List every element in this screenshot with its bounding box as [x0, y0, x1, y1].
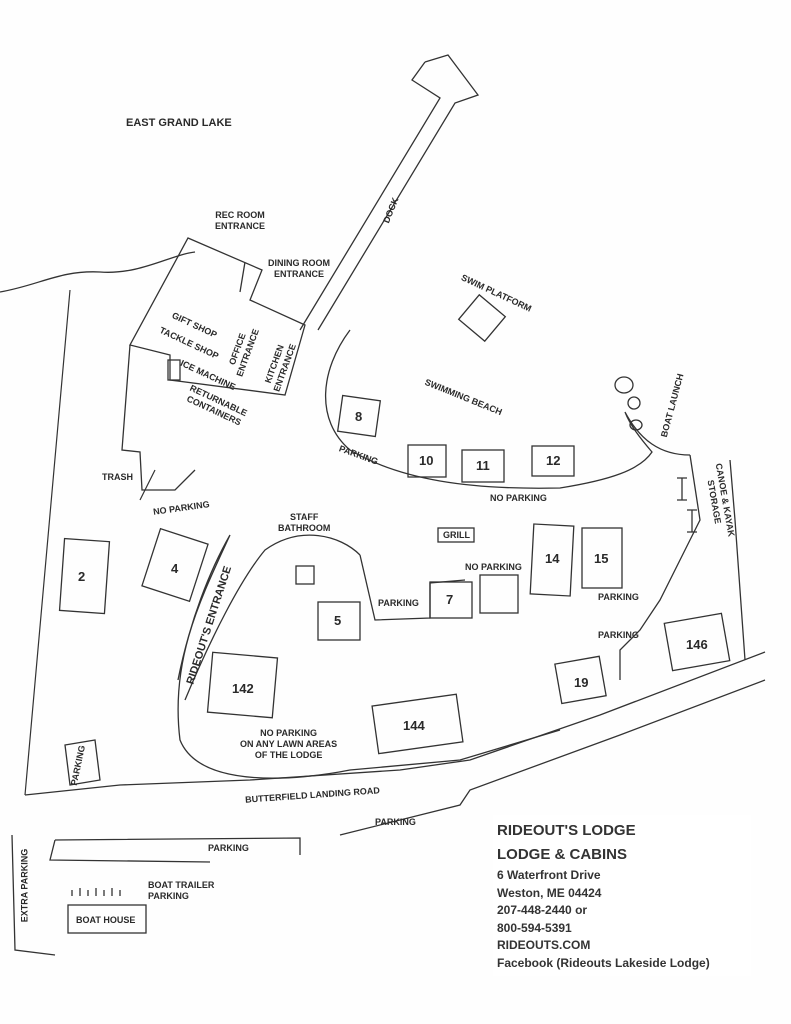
trash-label: TRASH [102, 472, 133, 482]
label-line: REC ROOM [215, 210, 265, 220]
cabin-5-shape [317, 601, 361, 641]
unlabeled-cabin [479, 574, 519, 614]
cabin-7[interactable]: 7 [446, 592, 454, 607]
grill-shape [437, 527, 475, 543]
label-line: BATHROOM [278, 523, 331, 533]
ice-machine-shape [167, 359, 181, 381]
canoe-racks [677, 477, 697, 533]
lake-title: EAST GRAND LAKE [126, 117, 232, 129]
cabin-8-shape [336, 394, 382, 438]
label-line: ENTRANCE [215, 221, 266, 231]
website-link[interactable]: RIDEOUTS.COM [497, 938, 591, 952]
cabin-5[interactable]: 5 [334, 613, 342, 628]
grill-label: GRILL [443, 530, 470, 540]
extra-parking-edge [11, 834, 56, 956]
cabin-142[interactable]: 142 [232, 681, 254, 696]
parking-label: PARKING [598, 630, 639, 640]
cabin-2[interactable]: 2 [78, 569, 86, 584]
boat-house-label: BOAT HOUSE [76, 915, 136, 925]
left-road-edge [24, 289, 156, 796]
cabin-144-shape [371, 693, 464, 755]
cabin-10[interactable]: 10 [419, 453, 434, 468]
rock [629, 419, 643, 431]
label-line: PARKING [148, 891, 189, 901]
cabin-146-shape [663, 612, 731, 672]
cabin-15[interactable]: 15 [594, 551, 609, 566]
cabin-7-shape [429, 581, 473, 619]
cabin-146[interactable]: 146 [686, 637, 708, 652]
label-line: NO PARKING [260, 728, 317, 738]
parking-label: PARKING [208, 843, 249, 853]
east-road [619, 454, 746, 680]
cabin-10-shape [407, 444, 447, 478]
label-line: ENTRANCE [273, 269, 324, 279]
cabin-4[interactable]: 4 [171, 561, 179, 576]
label-line: STAFF [290, 512, 319, 522]
parking-label: PARKING [375, 817, 416, 827]
cabin-14-shape [531, 445, 575, 477]
rock [627, 396, 641, 410]
phone-1[interactable]: 207-448-2440 or [497, 903, 588, 917]
boat-house-shape [67, 904, 147, 934]
cabin-4-shape [141, 527, 209, 603]
cabin-12[interactable]: 11 [476, 458, 490, 473]
beach-shore [324, 329, 691, 489]
label-line: OF THE LODGE [254, 750, 323, 760]
lodge-side [121, 344, 196, 491]
lodge-subtitle: LODGE & CABINS [497, 846, 628, 863]
cabin-142-shape [206, 651, 279, 719]
swim-platform-shape [457, 293, 507, 343]
lodge-building [129, 237, 306, 396]
boat-trailers [71, 888, 121, 896]
no-parking-label: NO PARKING [490, 493, 547, 503]
cabin-19[interactable]: 19 [574, 675, 589, 690]
lodge-name: RIDEOUT'S LODGE [497, 822, 636, 839]
cabin-144[interactable]: 144 [403, 718, 425, 733]
cabin-19-shape [554, 655, 607, 705]
cabin-15-shape [581, 527, 623, 589]
bathroom-shape [295, 565, 315, 585]
cabin-14[interactable]: 12 [546, 453, 561, 468]
lawn-loop [184, 534, 361, 701]
parking-left-area [64, 739, 101, 786]
extra-parking-label: EXTRA PARKING [19, 848, 30, 923]
cabin-8[interactable]: 8 [355, 409, 363, 424]
no-parking-label: NO PARKING [465, 562, 522, 572]
rock [614, 376, 634, 394]
label-line: DINING ROOM [268, 258, 330, 268]
shoreline [0, 251, 196, 293]
cabin-2-shape [58, 537, 111, 615]
cabin-11-shape [529, 523, 575, 597]
facebook-link[interactable]: Facebook (Rideouts Lakeside Lodge) [497, 955, 710, 970]
address-line-2: Weston, ME 04424 [497, 885, 602, 900]
contact-info-box: RIDEOUT'S LODGE LODGE & CABINS 6 Waterfr… [493, 815, 751, 976]
parking-label: PARKING [378, 598, 419, 608]
drive [359, 554, 466, 621]
cabin-11[interactable]: 14 [545, 551, 560, 566]
phone-2[interactable]: 800-594-5391 [497, 920, 572, 935]
label-line: ON ANY LAWN AREAS [240, 739, 338, 749]
address-line-1: 6 Waterfront Drive [497, 868, 601, 882]
parking-label: PARKING [598, 592, 639, 602]
butterfield-road [24, 651, 766, 863]
label-line: BOAT TRAILER [148, 880, 215, 890]
cabin-12-shape [461, 449, 505, 483]
dock [299, 54, 480, 331]
